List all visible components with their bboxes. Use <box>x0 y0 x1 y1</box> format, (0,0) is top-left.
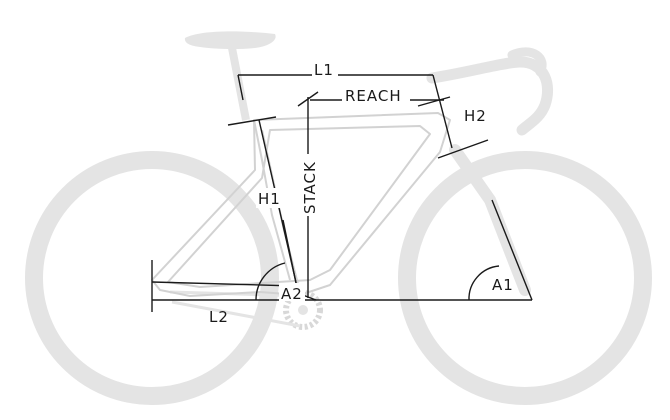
h1-inner-line <box>282 219 297 284</box>
a2-arc <box>255 262 286 301</box>
dimension-labels: L1 REACH H2 STACK H1 A1 A2 L2 <box>209 61 514 326</box>
fork <box>449 144 531 296</box>
label-h2: H2 <box>464 107 487 125</box>
saddle <box>184 31 276 50</box>
label-stack: STACK <box>301 161 319 214</box>
a1-arc <box>468 265 500 301</box>
label-a1: A1 <box>492 276 514 294</box>
front-wheel <box>398 151 652 405</box>
bike-silhouette <box>25 31 652 405</box>
seatpost <box>228 47 250 121</box>
seat-tube-dash <box>237 74 244 101</box>
crank-hub <box>298 305 308 315</box>
head-tube-tick-top <box>417 96 451 107</box>
label-l1: L1 <box>314 61 334 79</box>
brake-lever <box>507 47 547 77</box>
stack-top-tick <box>297 91 319 107</box>
label-reach: REACH <box>345 87 402 105</box>
chainstay-line <box>151 281 297 287</box>
fork-line <box>491 199 533 301</box>
seat-tube-top-tick <box>227 116 277 126</box>
label-h1: H1 <box>258 190 281 208</box>
label-l2: L2 <box>209 308 229 326</box>
rear-wheel <box>25 151 279 405</box>
label-a2: A2 <box>281 285 303 303</box>
head-tube-tick-bottom <box>437 139 489 159</box>
h2-line <box>432 74 453 149</box>
